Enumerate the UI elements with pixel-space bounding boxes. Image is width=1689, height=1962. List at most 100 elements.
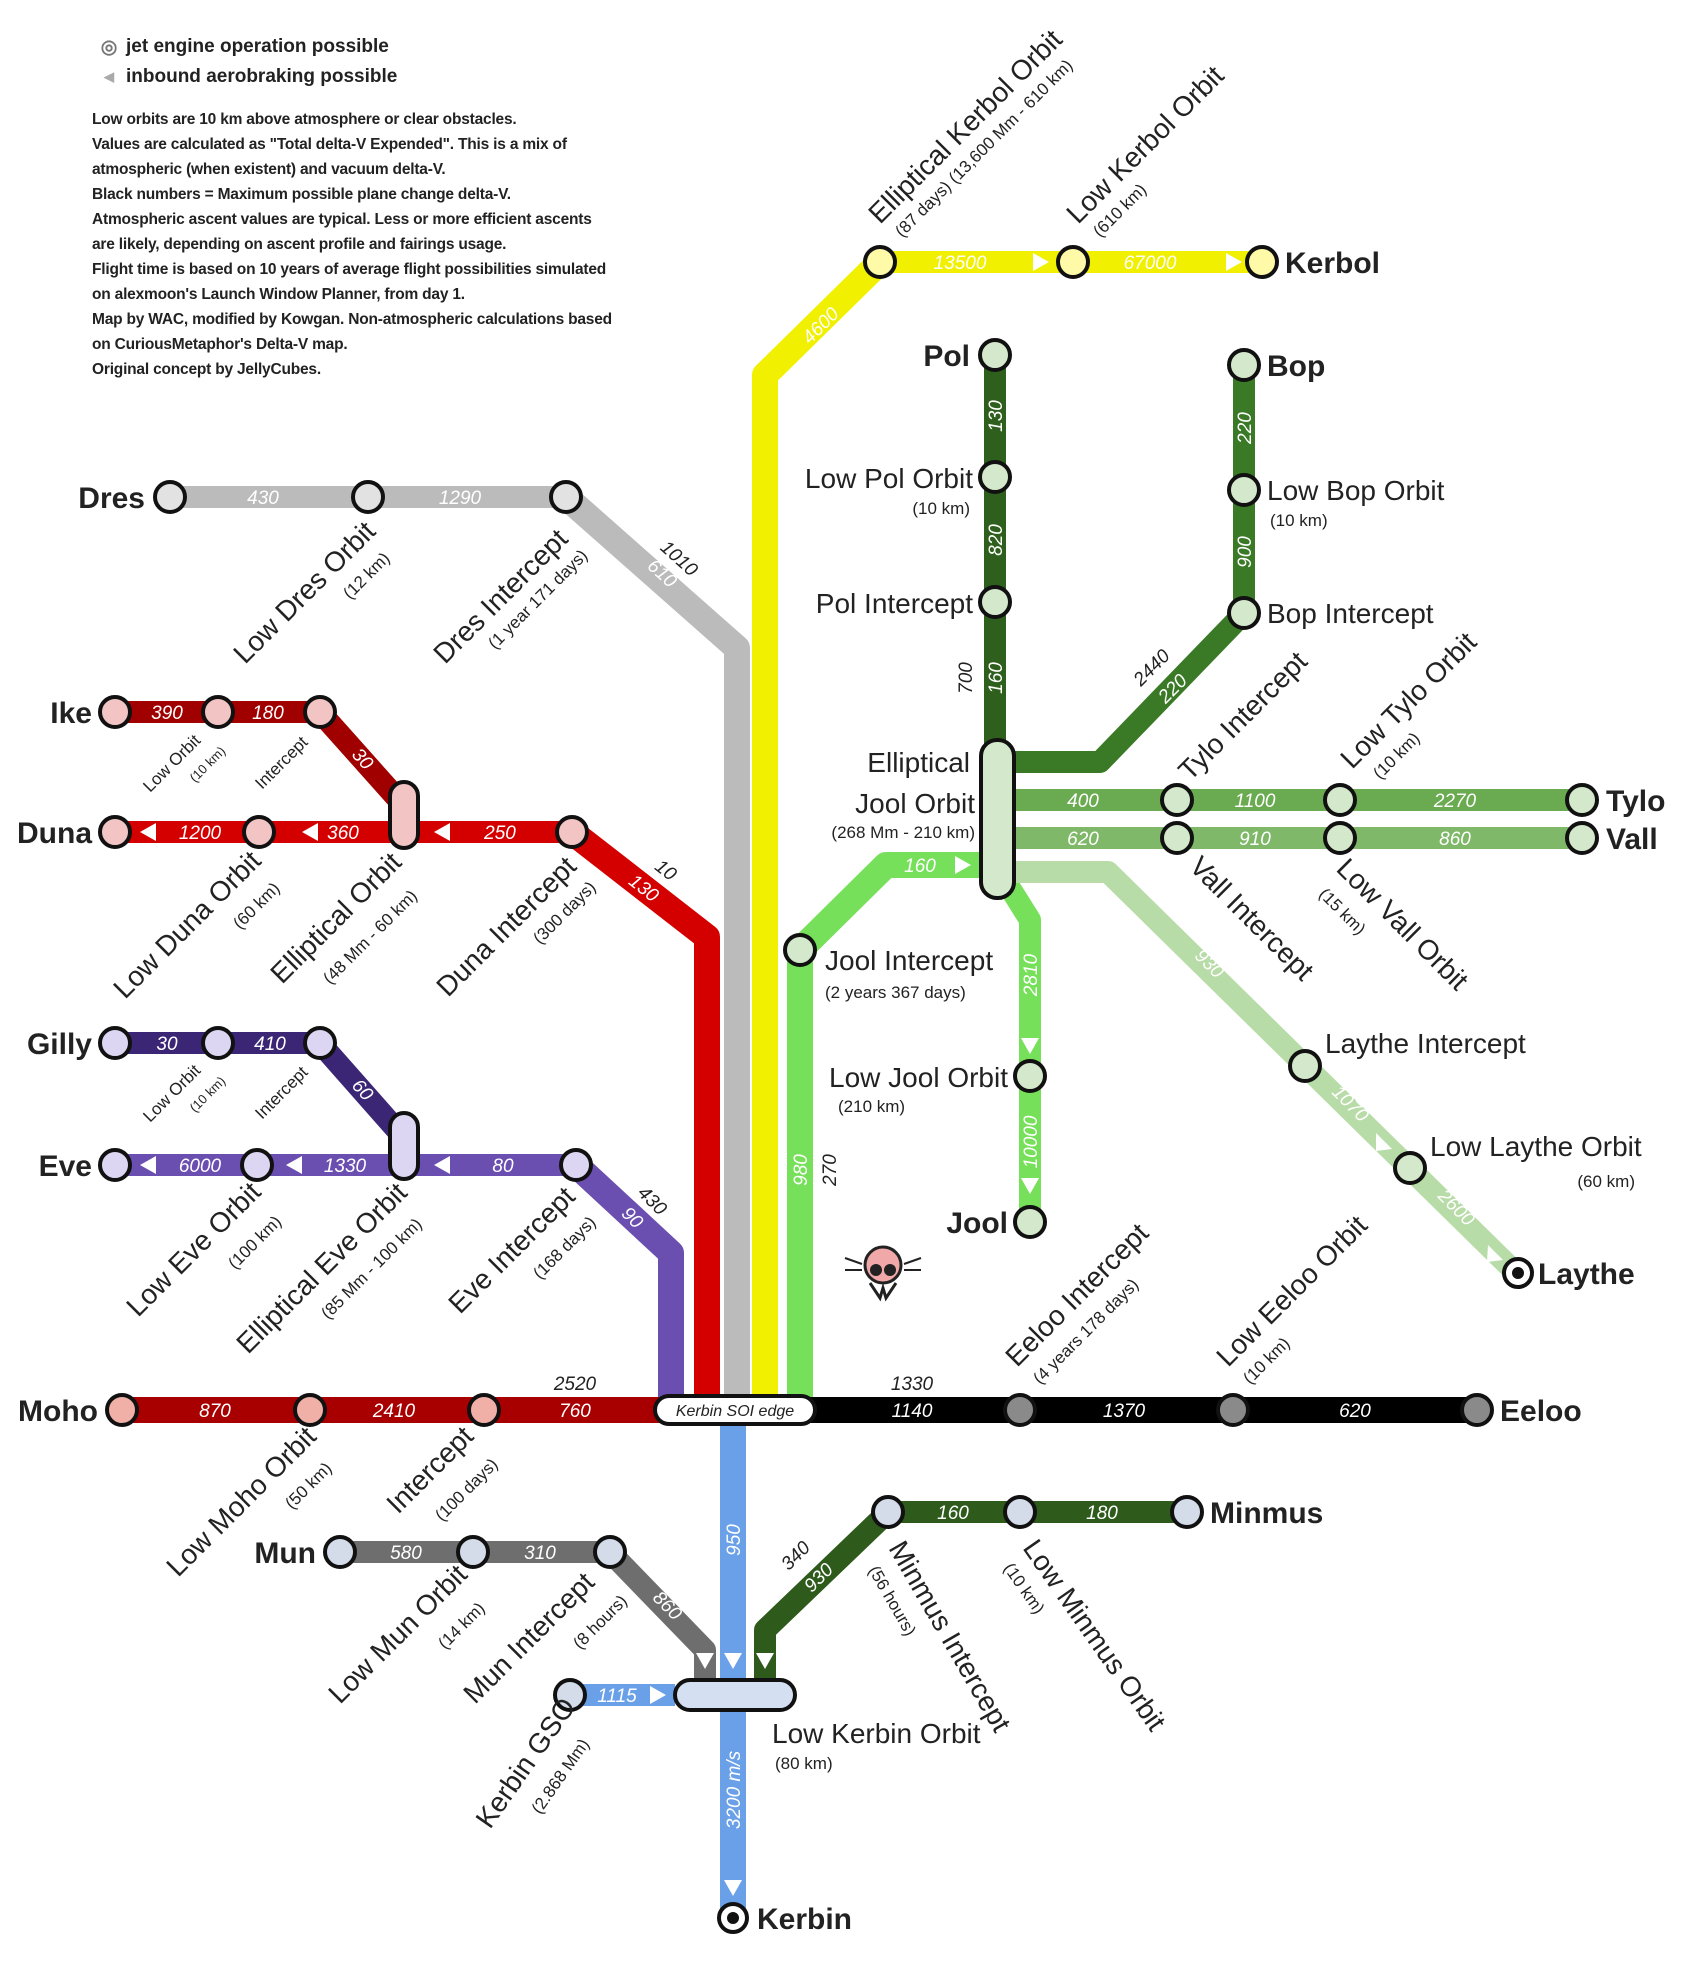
aerobrake-arrow [286,1156,302,1174]
aerobrake-arrow [650,1686,666,1704]
note-line: Flight time is based on 10 years of aver… [92,261,607,278]
node-moho-intercept [467,1393,501,1427]
dv-eeloo-c: 620 [1339,1401,1371,1422]
line-jool-trunk [787,852,980,1400]
aerobrake-arrow [696,1653,714,1669]
dv-ike-b: 180 [252,703,284,724]
node-vall-intercept [1160,821,1194,855]
aerobrake-arrow [1487,1245,1503,1262]
note-line: Black numbers = Maximum possible plane c… [92,186,511,203]
node-pol [978,338,1012,372]
dv-jool-a: 160 [904,856,936,877]
label-laythe-int: Laythe Intercept [1325,1028,1526,1059]
node-low-tylo [1323,783,1357,817]
dv-jool-b2: 270 [820,1154,841,1187]
dv-duna-b: 360 [327,823,359,844]
dv-eeloo-b: 1370 [1103,1401,1146,1422]
dv-soi: 950 [724,1524,745,1556]
dv-kerbin: 3200 m/s [724,1750,745,1829]
aerobrake-arrow [1033,253,1049,271]
node-ell-kerbol [863,245,897,279]
dv-kerbol-b: 67000 [1124,253,1177,274]
node-tylo [1565,783,1599,817]
label-laythe: Laythe [1538,1258,1635,1291]
label-ell-jool-1: Elliptical [867,747,970,778]
label-tylo: Tylo [1606,785,1665,818]
dv-duna-a: 1200 [179,823,222,844]
label-pol: Pol [923,340,970,373]
aerobrake-arrow [140,823,156,841]
aerobrake-arrow [434,823,450,841]
dv-eve-a: 6000 [179,1156,222,1177]
label-kerbin: Kerbin [757,1903,852,1936]
label-ike-int: Intercept [251,732,311,792]
dv-gilly-a: 30 [156,1034,178,1055]
aerobrake-arrow [1226,253,1242,271]
aerobrake-arrow [434,1156,450,1174]
node-ell-jool [979,738,1016,900]
node-low-minmus [1003,1495,1037,1529]
line-kerbol-trunk [752,252,890,1400]
aerobrake-arrow [302,823,318,841]
node-low-pol [978,460,1012,494]
legend-jet: ◎ jet engine operation possible [92,32,397,62]
node-ike-low [201,695,235,729]
node-jool [1013,1205,1047,1239]
dv-vall-b: 910 [1239,829,1271,850]
dv-jool-c: 2810 [1021,953,1042,997]
dv-pol-c2: 160 [986,662,1007,694]
node-pol-intercept [978,585,1012,619]
node-gilly-intercept [303,1026,337,1060]
node-minmus-intercept [871,1495,905,1529]
node-eeloo-intercept [1003,1393,1037,1427]
note-line: Original concept by JellyCubes. [92,361,321,378]
node-dres [153,480,187,514]
node-jool-intercept [783,933,817,967]
notes: Low orbits are 10 km above atmosphere or… [92,107,632,382]
label-low-jool-sub: (210 km) [838,1097,905,1116]
dv-jool-b1: 980 [791,1154,812,1186]
node-ike-intercept [303,695,337,729]
dv-vall-a: 620 [1067,829,1099,850]
label-bop-int: Bop Intercept [1267,598,1434,629]
label-pol-int: Pol Intercept [816,588,973,619]
dv-pol-b: 820 [986,524,1007,556]
aerobrake-arrow [724,1880,742,1896]
aerobrake-arrow [724,1653,742,1669]
note-line: atmospheric (when existent) and vacuum d… [92,161,446,178]
dv-tylo-c: 2270 [1433,791,1477,812]
dv-jool-d: 10000 [1021,1115,1042,1168]
label-lko: Low Kerbin Orbit [772,1718,981,1749]
line-bop [1010,365,1255,773]
node-low-moho [293,1393,327,1427]
dv-mun-b: 310 [524,1543,556,1564]
label-ike: Ike [50,697,92,730]
label-ell-jool-2: Jool Orbit [855,788,975,819]
line-dres-trunk [557,487,750,1400]
label-ell-kerbol: Elliptical Kerbol Orbit [862,23,1068,229]
dv-moho-c2: 760 [559,1401,591,1422]
dv-eve-b: 1330 [324,1156,367,1177]
dv-tylo-a: 400 [1067,791,1099,812]
label-vall: Vall [1606,823,1658,856]
dv-dres-b: 1290 [439,488,482,509]
dv-moho-b: 2410 [372,1401,416,1422]
node-duna [98,815,132,849]
line-duna-trunk [564,821,720,1400]
label-bop: Bop [1267,350,1325,383]
note-line: Low orbits are 10 km above atmosphere or… [92,111,517,128]
label-jool: Jool [946,1207,1008,1240]
legend-jet-label: jet engine operation possible [126,36,389,57]
kerbal-icon [844,1245,922,1302]
label-jool-int: Jool Intercept [825,945,993,976]
node-eve [98,1148,132,1182]
node-ell-eve [388,1111,420,1181]
label-jool-int-sub: (2 years 367 days) [825,983,966,1002]
node-bop-intercept [1227,596,1261,630]
dv-minmus-b: 180 [1086,1503,1118,1524]
node-low-eeloo [1216,1393,1250,1427]
aerobrake-arrow [955,856,971,874]
label-gilly-int: Intercept [251,1062,311,1122]
label-ell-jool-sub: (268 Mm - 210 km) [831,823,975,842]
dv-duna-c: 250 [483,823,516,844]
